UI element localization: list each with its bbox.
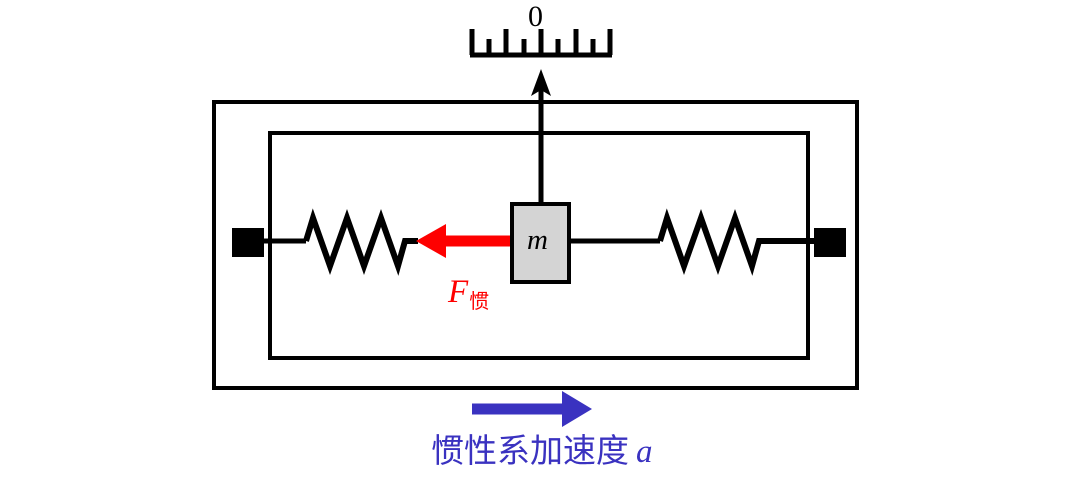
right-wall-anchor	[814, 228, 846, 257]
right-spring	[569, 208, 814, 276]
left-wall-anchor	[232, 228, 264, 257]
inertial-force-label: F惯	[448, 274, 490, 313]
mass-block	[510, 202, 571, 284]
left-spring	[264, 208, 418, 276]
acceleration-caption-text: 惯性系加速度	[431, 431, 629, 470]
rigid-container-box	[268, 131, 810, 360]
inertial-force-symbol: F	[448, 274, 469, 310]
accelerating-reference-frame-box	[212, 100, 859, 390]
acceleration-arrow	[472, 391, 592, 427]
inertial-force-subscript: 惯	[469, 289, 490, 313]
up-arrow-icon	[531, 69, 551, 206]
mass-label: m	[527, 224, 548, 256]
acceleration-symbol: a	[636, 434, 653, 470]
ruler-icon	[469, 29, 613, 58]
inertial-force-arrow	[416, 224, 512, 258]
scale-zero-label: 0	[528, 0, 543, 33]
